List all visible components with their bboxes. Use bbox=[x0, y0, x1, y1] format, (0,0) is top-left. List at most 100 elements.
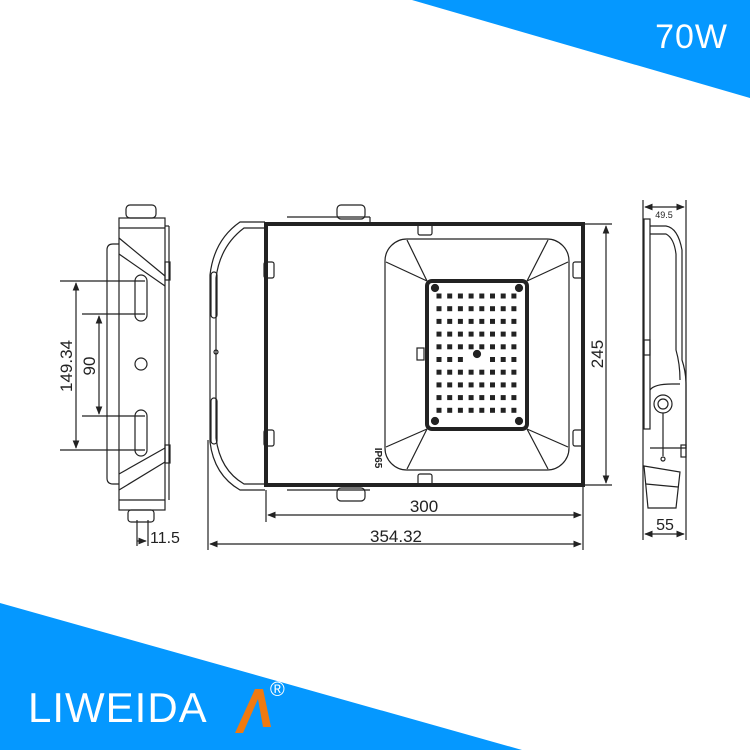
led-chip bbox=[457, 293, 463, 299]
led-chip bbox=[490, 369, 495, 375]
led-chip bbox=[490, 407, 495, 413]
led-chip bbox=[447, 306, 453, 312]
led-chip bbox=[468, 331, 474, 337]
led-chip bbox=[457, 382, 463, 388]
left-side-view bbox=[60, 204, 171, 546]
led-chip bbox=[511, 344, 517, 350]
led-chip bbox=[490, 318, 495, 324]
led-chip bbox=[479, 293, 485, 299]
dim-55: 55 bbox=[656, 517, 674, 534]
led-chip bbox=[500, 395, 506, 401]
right-side-view bbox=[642, 200, 687, 540]
led-chip bbox=[500, 318, 506, 324]
led-chip bbox=[490, 306, 495, 312]
led-chip bbox=[447, 344, 453, 350]
led-chip bbox=[479, 369, 485, 375]
led-chip bbox=[436, 318, 442, 324]
led-chip bbox=[447, 331, 453, 337]
front-view bbox=[209, 204, 585, 502]
led-chip bbox=[457, 407, 463, 413]
front-dimensions bbox=[207, 223, 612, 550]
dim-49-5: 49.5 bbox=[655, 210, 673, 220]
led-chip bbox=[511, 382, 517, 388]
led-chip bbox=[468, 293, 474, 299]
led-chip bbox=[511, 318, 517, 324]
led-chip bbox=[490, 395, 495, 401]
led-chip bbox=[436, 407, 442, 413]
led-chip bbox=[500, 344, 506, 350]
led-chip bbox=[468, 369, 474, 375]
led-chip bbox=[511, 369, 517, 375]
led-chip bbox=[500, 382, 506, 388]
led-chip bbox=[500, 306, 506, 312]
led-chip bbox=[479, 344, 485, 350]
logo-a-chevron-icon bbox=[235, 689, 271, 733]
led-chip bbox=[436, 395, 442, 401]
bottom-left-banner bbox=[0, 603, 522, 750]
registered-mark: ® bbox=[270, 679, 285, 701]
led-chip bbox=[490, 293, 495, 299]
led-chip bbox=[457, 306, 463, 312]
led-chip bbox=[511, 331, 517, 337]
dim-300: 300 bbox=[410, 497, 438, 516]
led-chip bbox=[447, 357, 453, 362]
led-chip bbox=[447, 318, 453, 324]
led-chip bbox=[457, 395, 463, 401]
led-chip bbox=[500, 331, 506, 337]
led-chip bbox=[447, 407, 453, 413]
led-chip bbox=[479, 306, 485, 312]
led-chip bbox=[457, 357, 463, 362]
led-chip bbox=[436, 357, 442, 362]
brand-name: LIWEIDA bbox=[28, 684, 208, 731]
led-chip bbox=[436, 306, 442, 312]
led-chip bbox=[511, 407, 517, 413]
led-chip bbox=[457, 344, 463, 350]
led-chip bbox=[457, 318, 463, 324]
led-chip bbox=[447, 395, 453, 401]
led-chip bbox=[479, 331, 485, 337]
led-chip bbox=[468, 407, 474, 413]
led-chip bbox=[490, 357, 495, 362]
led-chip bbox=[447, 382, 453, 388]
led-chip bbox=[490, 344, 495, 350]
led-chip bbox=[447, 369, 453, 375]
led-chip bbox=[490, 382, 495, 388]
dim-11-5: 11.5 bbox=[150, 530, 180, 547]
dim-245: 245 bbox=[588, 340, 607, 368]
led-chip bbox=[468, 382, 474, 388]
led-chip bbox=[500, 407, 506, 413]
led-chip bbox=[500, 369, 506, 375]
led-chip bbox=[511, 293, 517, 299]
led-chip bbox=[447, 293, 453, 299]
led-grid bbox=[436, 293, 517, 413]
led-chip bbox=[479, 407, 485, 413]
led-chip bbox=[468, 344, 474, 350]
led-chip bbox=[436, 331, 442, 337]
led-chip bbox=[436, 344, 442, 350]
led-chip bbox=[457, 369, 463, 375]
led-chip bbox=[468, 395, 474, 401]
led-chip bbox=[468, 318, 474, 324]
led-chip bbox=[500, 293, 506, 299]
led-chip bbox=[490, 331, 495, 337]
led-chip bbox=[457, 331, 463, 337]
top-right-banner bbox=[412, 0, 750, 98]
led-chip bbox=[436, 369, 442, 375]
led-chip bbox=[468, 306, 474, 312]
led-chip bbox=[479, 382, 485, 388]
led-chip bbox=[479, 395, 485, 401]
led-chip bbox=[511, 395, 517, 401]
led-chip bbox=[479, 318, 485, 324]
led-chip bbox=[436, 293, 442, 299]
dim-149-34: 149.34 bbox=[57, 340, 76, 392]
wattage-label: 70W bbox=[655, 18, 728, 56]
brand-logo: LIWEIDA ® bbox=[28, 679, 298, 733]
led-chip bbox=[500, 357, 506, 362]
dim-354-32: 354.32 bbox=[370, 527, 422, 546]
dim-90: 90 bbox=[80, 357, 99, 376]
led-chip bbox=[436, 382, 442, 388]
led-chip bbox=[511, 357, 517, 362]
ip65-marking: IP65 bbox=[372, 448, 383, 469]
